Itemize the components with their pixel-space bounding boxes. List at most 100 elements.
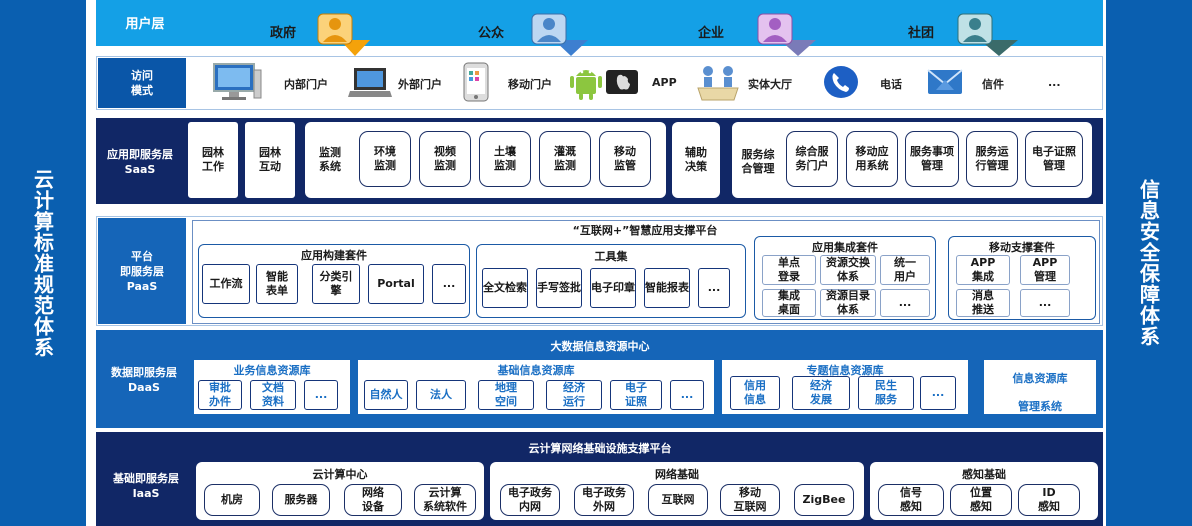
phone-icon: [822, 64, 860, 100]
toolset-item: 智能报表: [644, 268, 690, 308]
laptop-icon: [348, 66, 392, 100]
access-item-label: 实体大厅: [748, 78, 792, 91]
service-item: 移动应 用系统: [846, 131, 898, 187]
biz-lib-item: 审批 办件: [198, 380, 242, 410]
monitor-item: 环境 监测: [359, 131, 411, 187]
monitor-item: 土壤 监测: [479, 131, 531, 187]
monitor-system-title: 监测 系统: [319, 146, 341, 173]
integration-item: 单点 登录: [762, 255, 816, 285]
service-item: 服务事项 管理: [905, 131, 959, 187]
biz-lib-item: 文档 资料: [250, 380, 296, 410]
base-lib-item: 经济 运行: [546, 380, 602, 410]
service-item: 服务运 行管理: [966, 131, 1018, 187]
base-lib-item: 电子 证照: [610, 380, 662, 410]
base-lib-item: 地理 空间: [478, 380, 534, 410]
service-item: 综合服 务门户: [786, 131, 838, 187]
user-enterprise-icon: [756, 12, 826, 56]
daas-center-title: 大数据信息资源中心: [550, 340, 650, 353]
build-kit-item: Portal: [368, 264, 424, 304]
integration-item: 资源交换 体系: [820, 255, 876, 285]
cloud-center-item: 服务器: [272, 484, 330, 516]
user-gov-label: 政府: [270, 26, 297, 41]
cloud-center-item: 云计算 系统软件: [414, 484, 476, 516]
access-item-label: 内部门户: [284, 78, 328, 91]
service-hall-icon: [696, 62, 740, 102]
network-item: 移动 互联网: [720, 484, 780, 516]
access-item-label: 信件: [982, 78, 1004, 91]
access-mode-label: 访问 模式: [98, 58, 186, 108]
aux-decision-label: 辅助 决策: [685, 146, 707, 173]
mobile-kit-item: ...: [1020, 289, 1070, 317]
user-gov-icon: [316, 12, 386, 56]
build-kit-item: 智能 表单: [256, 264, 298, 304]
sensing-item: 信号 感知: [878, 484, 944, 516]
toolset-title: 工具集: [594, 250, 628, 263]
desktop-monitor-icon: [212, 62, 262, 102]
integration-item: 资源目录 体系: [820, 289, 876, 317]
mobile-kit-item: 消息 推送: [956, 289, 1010, 317]
base-lib-item: ...: [670, 380, 704, 410]
network-item: 电子政务 内网: [500, 484, 560, 516]
mail-icon: [926, 66, 964, 98]
cloud-center-item: 机房: [204, 484, 260, 516]
iaas-platform-title: 云计算网络基础设施支撑平台: [528, 442, 672, 455]
access-item-label: 移动门户: [508, 78, 552, 91]
network-item: ZigBee: [794, 484, 854, 516]
user-layer-band: [96, 0, 1103, 46]
access-item-label: APP: [652, 76, 677, 89]
access-item-label: 电话: [880, 78, 902, 91]
monitor-item: 灌溉 监测: [539, 131, 591, 187]
biz-lib-title: 业务信息资源库: [233, 364, 311, 377]
sensing-title: 感知基础: [962, 468, 1006, 481]
security-side-label: 信息安全保障体系: [1136, 179, 1161, 347]
integration-item: ...: [880, 289, 930, 317]
sensing-item: ID 感知: [1018, 484, 1080, 516]
daas-layer-label: 数据即服务层 DaaS: [111, 366, 177, 394]
paas-platform-title: “互联网+”智慧应用支撑平台: [572, 224, 718, 237]
topic-lib-item: 民生 服务: [858, 376, 914, 410]
monitor-item: 视频 监测: [419, 131, 471, 187]
mobile-kit-title: 移动支撑套件: [989, 241, 1055, 254]
topic-lib-item: 经济 发展: [792, 376, 850, 410]
user-public-icon: [530, 12, 600, 56]
base-lib-title: 基础信息资源库: [497, 364, 575, 377]
user-society-label: 社团: [908, 26, 935, 41]
resource-mgmt-line2: 管理系统: [1018, 400, 1062, 413]
toolset-item: 电子印章: [590, 268, 636, 308]
topic-lib-title: 专题信息资源库: [806, 364, 884, 377]
toolset-item: ...: [698, 268, 730, 308]
smartphone-icon: [460, 62, 492, 102]
base-lib-item: 自然人: [364, 380, 408, 410]
cloud-center-item: 网络 设备: [344, 484, 402, 516]
topic-lib-item: ...: [920, 376, 956, 410]
build-kit-item: ...: [432, 264, 466, 304]
network-title: 网络基础: [655, 468, 699, 481]
user-public-label: 公众: [478, 26, 505, 41]
service-mgmt-title: 服务综 合管理: [741, 148, 775, 175]
integration-item: 统一 用户: [880, 255, 930, 285]
biz-lib-item: ...: [304, 380, 338, 410]
integration-item: 集成 桌面: [762, 289, 816, 317]
iaas-layer-label: 基础即服务层 IaaS: [113, 472, 179, 500]
access-item-more: ...: [1048, 76, 1061, 89]
integration-kit-title: 应用集成套件: [812, 241, 878, 254]
user-society-icon: [956, 12, 1028, 56]
build-kit-title: 应用构建套件: [301, 249, 367, 262]
monitor-item: 移动 监管: [599, 131, 651, 187]
build-kit-item: 分类引 擎: [312, 264, 360, 304]
saas-layer-label: 应用即服务层 SaaS: [107, 148, 173, 176]
service-item: 电子证照 管理: [1025, 131, 1083, 187]
resource-mgmt-box: [984, 360, 1096, 414]
build-kit-item: 工作流: [202, 264, 250, 304]
access-item-label: 外部门户: [398, 78, 442, 91]
network-item: 互联网: [648, 484, 708, 516]
security-side-bar: 信息安全保障体系: [1106, 0, 1192, 526]
toolset-item: 全文检索: [482, 268, 528, 308]
mobile-kit-item: APP 管理: [1020, 255, 1070, 285]
cloud-center-title: 云计算中心: [312, 468, 368, 481]
user-enterprise-label: 企业: [698, 26, 725, 41]
resource-mgmt-line1: 信息资源库: [1012, 372, 1068, 385]
mobile-kit-item: APP 集成: [956, 255, 1010, 285]
paas-platform-frame: [192, 220, 1100, 324]
toolset-item: 手写签批: [536, 268, 582, 308]
